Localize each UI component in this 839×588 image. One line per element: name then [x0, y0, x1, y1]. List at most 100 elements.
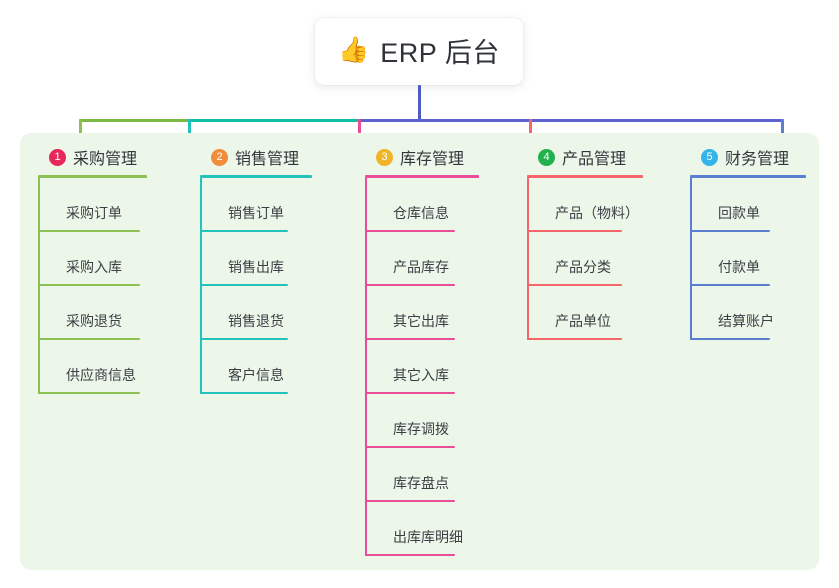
branch-item-rule [200, 230, 288, 232]
branch-column-2: 2 销售管理销售订单销售出库销售退货客户信息 [200, 146, 312, 394]
branch-item-rule [365, 392, 455, 394]
branch-spine-1 [38, 178, 40, 394]
branch-item[interactable]: 采购退货 [38, 286, 147, 340]
branch-item-label: 采购入库 [66, 259, 122, 275]
page-title: ERP 后台 [380, 38, 500, 68]
branch-item-rule [38, 230, 140, 232]
branch-item-label: 采购退货 [66, 313, 122, 329]
connector-drop-3 [358, 119, 361, 146]
branch-item-rule [527, 284, 622, 286]
branch-item-rule [365, 338, 455, 340]
trunk-connector [418, 85, 421, 122]
branch-title-2: 销售管理 [235, 151, 300, 168]
branch-item-label: 产品单位 [555, 313, 611, 329]
branch-item[interactable]: 供应商信息 [38, 340, 147, 394]
branch-item[interactable]: 销售订单 [200, 178, 312, 232]
branch-item-rule [38, 284, 140, 286]
branch-item[interactable]: 回款单 [690, 178, 806, 232]
branch-badge-icon-4: 4 [538, 148, 555, 166]
branch-item-label: 销售订单 [228, 205, 284, 221]
branch-item[interactable]: 销售退货 [200, 286, 312, 340]
branch-item[interactable]: 结算账户 [690, 286, 806, 340]
branch-item-label: 供应商信息 [66, 367, 136, 383]
branch-item-rule [527, 338, 622, 340]
branch-item[interactable]: 库存盘点 [365, 448, 479, 502]
branch-item-label: 客户信息 [228, 367, 284, 383]
branch-header-4[interactable]: 4 产品管理 [527, 146, 643, 168]
branch-item[interactable]: 其它入库 [365, 340, 479, 394]
branch-item-list-1: 采购订单采购入库采购退货供应商信息 [38, 178, 147, 394]
branch-spine-5 [690, 178, 692, 340]
branch-item-rule [365, 554, 455, 556]
root-node-card[interactable]: 👍 ERP 后台 [315, 18, 523, 85]
branch-header-rule-2 [200, 175, 312, 178]
branch-item[interactable]: 采购订单 [38, 178, 147, 232]
branch-item-label: 付款单 [718, 259, 760, 275]
branch-item-label: 库存调拨 [393, 421, 449, 437]
branch-item[interactable]: 产品库存 [365, 232, 479, 286]
branch-item-label: 其它出库 [393, 313, 449, 329]
branch-item-rule [200, 392, 288, 394]
branch-item-label: 库存盘点 [393, 475, 449, 491]
root-node-content: 👍 ERP 后台 [338, 31, 500, 70]
branch-title-4: 产品管理 [562, 151, 627, 168]
branch-spine-4 [527, 178, 529, 340]
branch-header-rule-4 [527, 175, 643, 178]
branch-item[interactable]: 客户信息 [200, 340, 312, 394]
branch-item-rule [365, 284, 455, 286]
branch-item-list-3: 仓库信息产品库存其它出库其它入库库存调拨库存盘点出库库明细 [365, 178, 479, 556]
branch-title-5: 财务管理 [725, 151, 790, 168]
branch-item[interactable]: 采购入库 [38, 232, 147, 286]
connector-bar-mid [188, 119, 361, 122]
branch-item[interactable]: 其它出库 [365, 286, 479, 340]
connector-bar-left [79, 119, 191, 122]
branch-badge-icon-2: 2 [211, 148, 228, 166]
branch-item-rule [200, 284, 288, 286]
branch-item-rule [527, 230, 622, 232]
branch-badge-icon-1: 1 [49, 148, 66, 166]
branch-item[interactable]: 出库库明细 [365, 502, 479, 556]
branch-item-label: 产品分类 [555, 259, 611, 275]
branch-header-rule-3 [365, 175, 479, 178]
branch-item[interactable]: 产品单位 [527, 286, 643, 340]
branches-panel [20, 133, 819, 570]
branch-item-label: 结算账户 [718, 313, 774, 329]
branch-item-label: 产品（物料） [555, 205, 639, 221]
branch-item-rule [200, 338, 288, 340]
branch-item-list-2: 销售订单销售出库销售退货客户信息 [200, 178, 312, 394]
branch-item-label: 采购订单 [66, 205, 122, 221]
connector-drop-4 [529, 119, 532, 146]
branch-item-rule [38, 338, 140, 340]
branch-item[interactable]: 产品（物料） [527, 178, 643, 232]
branch-item-list-5: 回款单付款单结算账户 [690, 178, 806, 340]
connector-bar-right [358, 119, 784, 122]
branch-item-rule [365, 500, 455, 502]
branch-header-rule-1 [38, 175, 147, 178]
branch-spine-3 [365, 178, 367, 556]
branch-item[interactable]: 付款单 [690, 232, 806, 286]
branch-item-rule [365, 446, 455, 448]
branch-header-rule-5 [690, 175, 806, 178]
branch-item-label: 销售出库 [228, 259, 284, 275]
branch-header-2[interactable]: 2 销售管理 [200, 146, 312, 168]
branch-item-label: 仓库信息 [393, 205, 449, 221]
branch-item-rule [690, 230, 770, 232]
branch-item-label: 销售退货 [228, 313, 284, 329]
branch-item[interactable]: 仓库信息 [365, 178, 479, 232]
connector-drop-2 [188, 119, 191, 146]
branch-item-label: 其它入库 [393, 367, 449, 383]
branch-item-rule [365, 230, 455, 232]
branch-spine-2 [200, 178, 202, 394]
branch-item-rule [690, 284, 770, 286]
branch-item[interactable]: 销售出库 [200, 232, 312, 286]
branch-item[interactable]: 产品分类 [527, 232, 643, 286]
branch-item-rule [690, 338, 770, 340]
branch-item[interactable]: 库存调拨 [365, 394, 479, 448]
branch-item-rule [38, 392, 140, 394]
